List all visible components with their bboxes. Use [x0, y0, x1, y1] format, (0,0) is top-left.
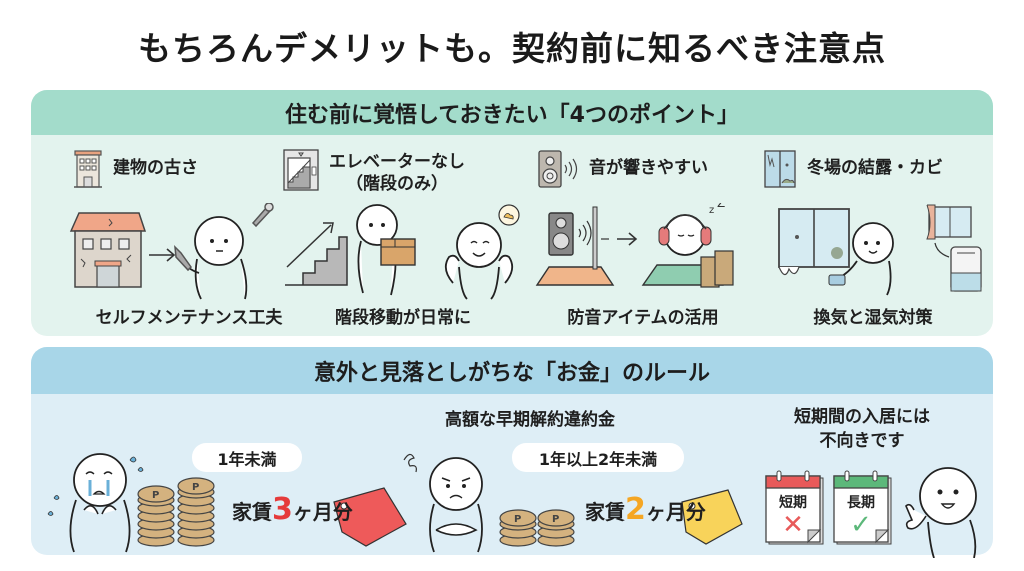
svg-text:P: P: [192, 482, 199, 493]
point-title: 建物の古さ: [113, 158, 198, 178]
point-building-age: 建物の古さ: [69, 135, 309, 336]
svg-text:P: P: [552, 514, 559, 525]
cross-icon: ✕: [782, 510, 804, 540]
speaker-icon: [537, 149, 579, 189]
short-term-line2: 不向きです: [819, 431, 905, 451]
elevator-stairs-icon: [283, 149, 319, 191]
calendar-label: 長期: [847, 495, 875, 511]
page-title: もちろんデメリットも。契約前に知るべき注意点: [138, 29, 886, 68]
window-mold-icon: [763, 149, 797, 189]
frustrated-person-coins-illustration: P P: [403, 453, 743, 553]
ventilation-illustration: [753, 203, 993, 313]
period-badge-1-to-2yr: 1年以上2年未満: [512, 443, 684, 472]
svg-text:z: z: [709, 205, 714, 216]
months-number: 3: [272, 492, 293, 527]
rent-prefix: 家賃: [232, 500, 272, 524]
building-icon: [73, 149, 103, 189]
penalty-amount-2-months: 家賃2ヶ月分: [581, 492, 710, 527]
months-number: 2: [625, 492, 646, 527]
points-panel: 住む前に覚悟しておきたい「4つのポイント」 建物の古さ: [31, 90, 993, 336]
calendar-short-term: 短期 ✕: [765, 470, 825, 546]
short-term-line1: 短期間の入居には: [794, 407, 930, 427]
points-heading: 住む前に覚悟しておきたい「4つのポイント」: [31, 90, 993, 135]
svg-text:P: P: [514, 514, 521, 525]
money-heading: 意外と見落としがちな「お金」のルール: [31, 347, 993, 394]
period-badge-under-1yr: 1年未満: [192, 443, 302, 472]
rent-prefix: 家賃: [585, 500, 625, 524]
point-caption: 階段移動が日常に: [335, 308, 471, 328]
point-no-elevator: エレベーターなし （階段のみ）: [283, 135, 523, 336]
point-title: 音が響きやすい: [589, 158, 708, 178]
svg-text:Z: Z: [717, 203, 725, 210]
check-icon: ✓: [850, 510, 872, 540]
pointing-person-illustration: [905, 467, 977, 558]
point-title: 冬場の結露・カビ: [807, 158, 943, 178]
point-caption: 換気と湿気対策: [813, 308, 933, 328]
maintenance-illustration: [69, 203, 309, 313]
rent-suffix: ヶ月分: [645, 500, 706, 524]
soundproof-illustration: z Z: [523, 203, 763, 313]
point-caption: セルフメンテナンス工夫: [95, 308, 283, 328]
calendar-long-term: 長期 ✓: [833, 470, 893, 546]
stairs-illustration: [283, 203, 523, 313]
point-sound: 音が響きやすい z Z: [523, 135, 763, 336]
penalty-amount-3-months: 家賃3ヶ月分: [228, 492, 357, 527]
point-title-line2: （階段のみ）: [346, 174, 448, 194]
crying-person-coins-illustration: P P: [47, 453, 407, 553]
penalty-subheading: 高額な早期解約違約金: [445, 410, 615, 430]
point-title-line1: エレベーターなし: [329, 152, 465, 172]
svg-text:P: P: [152, 490, 159, 501]
calendar-label: 短期: [779, 495, 807, 511]
point-title: エレベーターなし （階段のみ）: [329, 151, 465, 195]
point-condensation: 冬場の結露・カビ: [753, 135, 993, 336]
short-term-note: 短期間の入居には 不向きです: [762, 405, 962, 453]
rent-suffix: ヶ月分: [292, 500, 353, 524]
point-caption: 防音アイテムの活用: [567, 308, 719, 328]
